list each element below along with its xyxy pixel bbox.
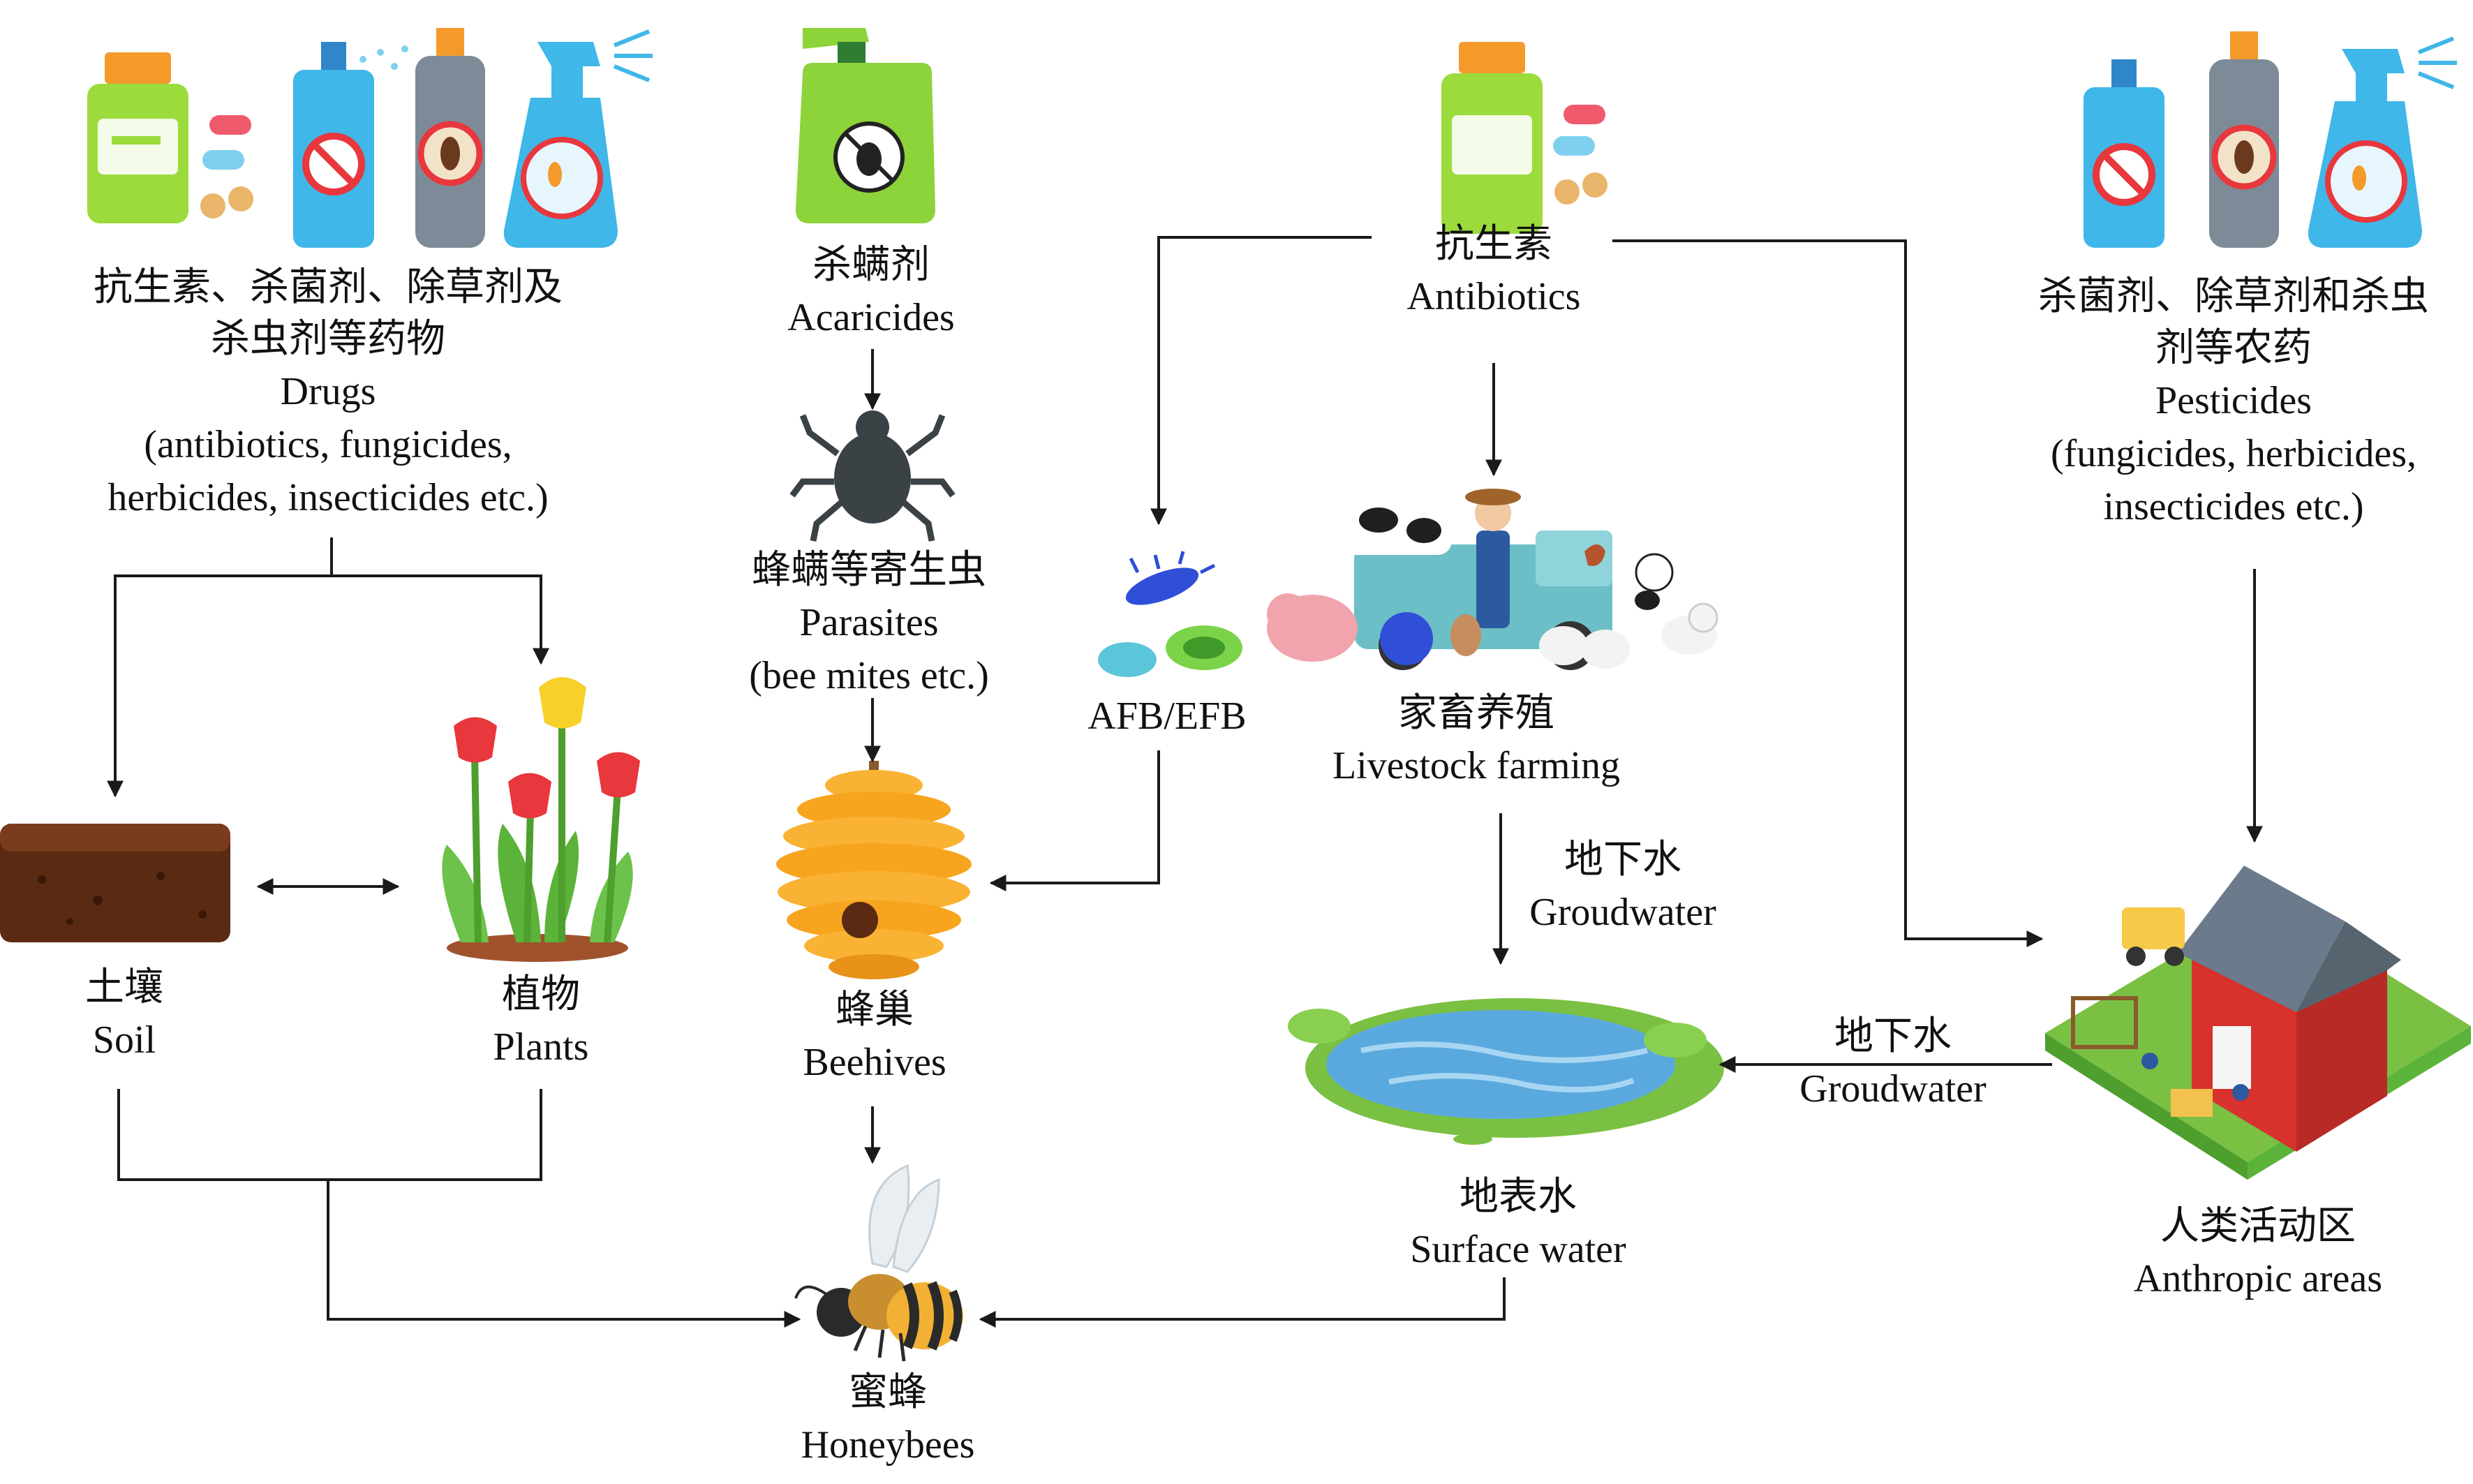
pesticides-en-line2: (fungicides, herbicides, xyxy=(2050,432,2417,475)
soil-icon xyxy=(0,824,230,942)
anthropic-areas-icon xyxy=(2045,866,2471,1180)
pesticides-en-line3: insecticides etc.) xyxy=(2103,485,2364,528)
soil-zh: 土壤 xyxy=(85,965,163,1010)
beehives-zh: 蜂巢 xyxy=(836,987,914,1032)
arrow-soil-plants-to-honeybees xyxy=(117,1089,799,1319)
surface-water-en: Surface water xyxy=(1410,1228,1626,1271)
spray-bottle-icon xyxy=(503,29,653,248)
groundwater-anthropic-en: Groudwater xyxy=(1799,1067,1986,1111)
surface-water-icon xyxy=(1288,998,1724,1145)
anthropic-en: Anthropic areas xyxy=(2133,1257,2383,1300)
bacteria-icon xyxy=(1098,551,1242,677)
parasites-zh: 蜂螨等寄生虫 xyxy=(751,547,986,593)
arrow-drugs-to-soil xyxy=(107,537,333,798)
afb-efb-en: AFB/EFB xyxy=(1087,695,1247,738)
spray-bottle-icon-2 xyxy=(2308,36,2457,248)
groundwater-livestock-label: 地下水 Groudwater xyxy=(1529,834,1716,939)
soil-en: Soil xyxy=(92,1018,156,1062)
drugs-zh-line2: 杀虫剂等药物 xyxy=(211,316,445,362)
livestock-zh: 家畜养殖 xyxy=(1397,690,1554,736)
anthropic-label: 人类活动区 Anthropic areas xyxy=(2134,1201,2382,1305)
groundwater-anthropic-label: 地下水 Groudwater xyxy=(1799,1011,1986,1115)
arrow-surface-water-to-honeybees xyxy=(979,1277,1506,1328)
pesticides-en-line1: Pesticides xyxy=(2155,379,2312,422)
arrow-antibiotics-to-afb xyxy=(1150,236,1372,526)
aerosol-can-blue-icon xyxy=(293,42,408,248)
pill-bottle-icon xyxy=(87,52,188,223)
beehives-en: Beehives xyxy=(803,1041,946,1084)
antibiotics-bottle-icon xyxy=(1441,42,1607,234)
plants-icon xyxy=(442,677,640,962)
pesticides-illustration xyxy=(2084,31,2457,248)
livestock-label: 家畜养殖 Livestock farming xyxy=(1332,688,1620,792)
arrow-antibiotics-to-anthropic xyxy=(1612,239,2044,947)
drugs-illustration xyxy=(87,28,653,248)
parasites-label: 蜂螨等寄生虫 Parasites (bee mites etc.) xyxy=(749,544,989,702)
honeybees-en: Honeybees xyxy=(801,1423,975,1467)
afb-efb-label: AFB/EFB xyxy=(1087,690,1246,743)
pressure-sprayer-icon xyxy=(796,28,935,223)
drugs-en-line2: (antibiotics, fungicides, xyxy=(144,423,512,466)
beehives-label: 蜂巢 Beehives xyxy=(803,984,946,1089)
aerosol-can-blue-icon-2 xyxy=(2084,59,2164,248)
honeybees-label: 蜜蜂 Honeybees xyxy=(801,1367,975,1471)
groundwater-livestock-en: Groudwater xyxy=(1529,891,1716,934)
antibiotics-zh: 抗生素 xyxy=(1434,221,1552,267)
livestock-en: Livestock farming xyxy=(1332,744,1621,787)
surface-water-label: 地表水 Surface water xyxy=(1410,1171,1626,1276)
plants-en: Plants xyxy=(493,1025,589,1069)
drugs-en-line1: Drugs xyxy=(280,370,376,413)
groundwater-anthropic-zh: 地下水 xyxy=(1834,1014,1952,1059)
drugs-label: 抗生素、杀菌剂、除草剂及 杀虫剂等药物 Drugs (antibiotics, … xyxy=(94,262,563,524)
acaricides-zh: 杀螨剂 xyxy=(812,242,930,288)
anthropic-zh: 人类活动区 xyxy=(2160,1203,2356,1249)
aerosol-can-gray-icon xyxy=(415,28,485,248)
capsules-icon xyxy=(200,115,253,218)
plants-zh: 植物 xyxy=(501,972,580,1017)
groundwater-livestock-zh: 地下水 xyxy=(1564,837,1681,882)
pesticides-zh-line2: 剂等农药 xyxy=(2155,325,2312,371)
soil-label: 土壤 Soil xyxy=(85,962,163,1067)
parasites-en-line2: (bee mites etc.) xyxy=(749,654,989,697)
mite-icon xyxy=(789,410,956,542)
arrow-afb-to-beehives xyxy=(989,750,1160,891)
honeybees-zh: 蜜蜂 xyxy=(849,1370,927,1415)
livestock-farming-icon xyxy=(1267,489,1718,670)
beehive-icon xyxy=(776,761,972,979)
antibiotics-label: 抗生素 Antibiotics xyxy=(1407,218,1581,323)
arrow-drugs-to-plants xyxy=(332,574,549,665)
pesticides-zh-line1: 杀菌剂、除草剂和杀虫 xyxy=(2038,274,2429,319)
acaricides-en: Acaricides xyxy=(787,296,955,339)
pesticides-label: 杀菌剂、除草剂和杀虫 剂等农药 Pesticides (fungicides, … xyxy=(2038,271,2429,533)
drugs-zh-line1: 抗生素、杀菌剂、除草剂及 xyxy=(94,265,563,310)
honeybee-icon xyxy=(794,1164,963,1362)
plants-label: 植物 Plants xyxy=(493,969,589,1074)
surface-water-zh: 地表水 xyxy=(1460,1174,1577,1219)
parasites-en-line1: Parasites xyxy=(799,601,939,644)
acaricides-label: 杀螨剂 Acaricides xyxy=(787,239,954,344)
aerosol-can-gray-icon-2 xyxy=(2209,31,2279,248)
antibiotics-en: Antibiotics xyxy=(1406,275,1581,318)
drugs-en-line3: herbicides, insecticides etc.) xyxy=(107,476,549,519)
